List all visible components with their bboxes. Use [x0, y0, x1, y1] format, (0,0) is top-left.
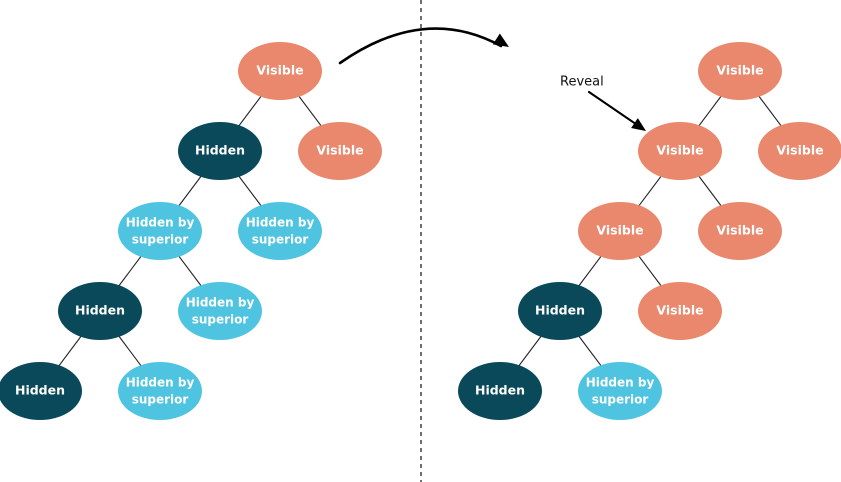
reveal-arrow-line	[587, 90, 638, 126]
reveal-arrow-head	[631, 118, 646, 131]
reveal-annotation: Reveal	[560, 75, 646, 131]
tree-node-visible[interactable]: Visible	[638, 122, 722, 180]
tree-node-visible[interactable]: Visible	[238, 42, 322, 100]
node-shape[interactable]	[578, 202, 662, 260]
tree-node-hidden[interactable]: Hidden	[58, 282, 142, 340]
tree-node-visible[interactable]: Visible	[638, 282, 722, 340]
node-shape[interactable]	[118, 362, 202, 420]
tree-node-hidden[interactable]: Hidden	[518, 282, 602, 340]
tree-node-hidden[interactable]: Hidden	[0, 362, 82, 420]
node-shape[interactable]	[698, 202, 782, 260]
tree-node-visible[interactable]: Visible	[298, 122, 382, 180]
node-shape[interactable]	[638, 282, 722, 340]
node-shape[interactable]	[298, 122, 382, 180]
tree-node-hidden[interactable]: Hidden	[178, 122, 262, 180]
tree-node-visible[interactable]: Visible	[758, 122, 841, 180]
tree-node-visible[interactable]: Visible	[698, 202, 782, 260]
transform-arrow-curve	[338, 27, 503, 65]
node-shape[interactable]	[758, 122, 841, 180]
node-shape[interactable]	[518, 282, 602, 340]
node-shape[interactable]	[178, 122, 262, 180]
node-shape[interactable]	[118, 202, 202, 260]
node-shape[interactable]	[178, 282, 262, 340]
reveal-label: Reveal	[560, 75, 604, 90]
tree-node-hidden[interactable]: Hidden	[458, 362, 542, 420]
transform-arrow	[338, 27, 509, 65]
node-shape[interactable]	[238, 42, 322, 100]
node-shape[interactable]	[58, 282, 142, 340]
node-shape[interactable]	[458, 362, 542, 420]
tree-node-visible[interactable]: Visible	[578, 202, 662, 260]
node-shape[interactable]	[638, 122, 722, 180]
transform-arrow-head	[492, 33, 509, 47]
node-shape[interactable]	[578, 362, 662, 420]
node-shape[interactable]	[238, 202, 322, 260]
tree-node-visible[interactable]: Visible	[698, 42, 782, 100]
node-shape[interactable]	[0, 362, 82, 420]
node-shape[interactable]	[698, 42, 782, 100]
